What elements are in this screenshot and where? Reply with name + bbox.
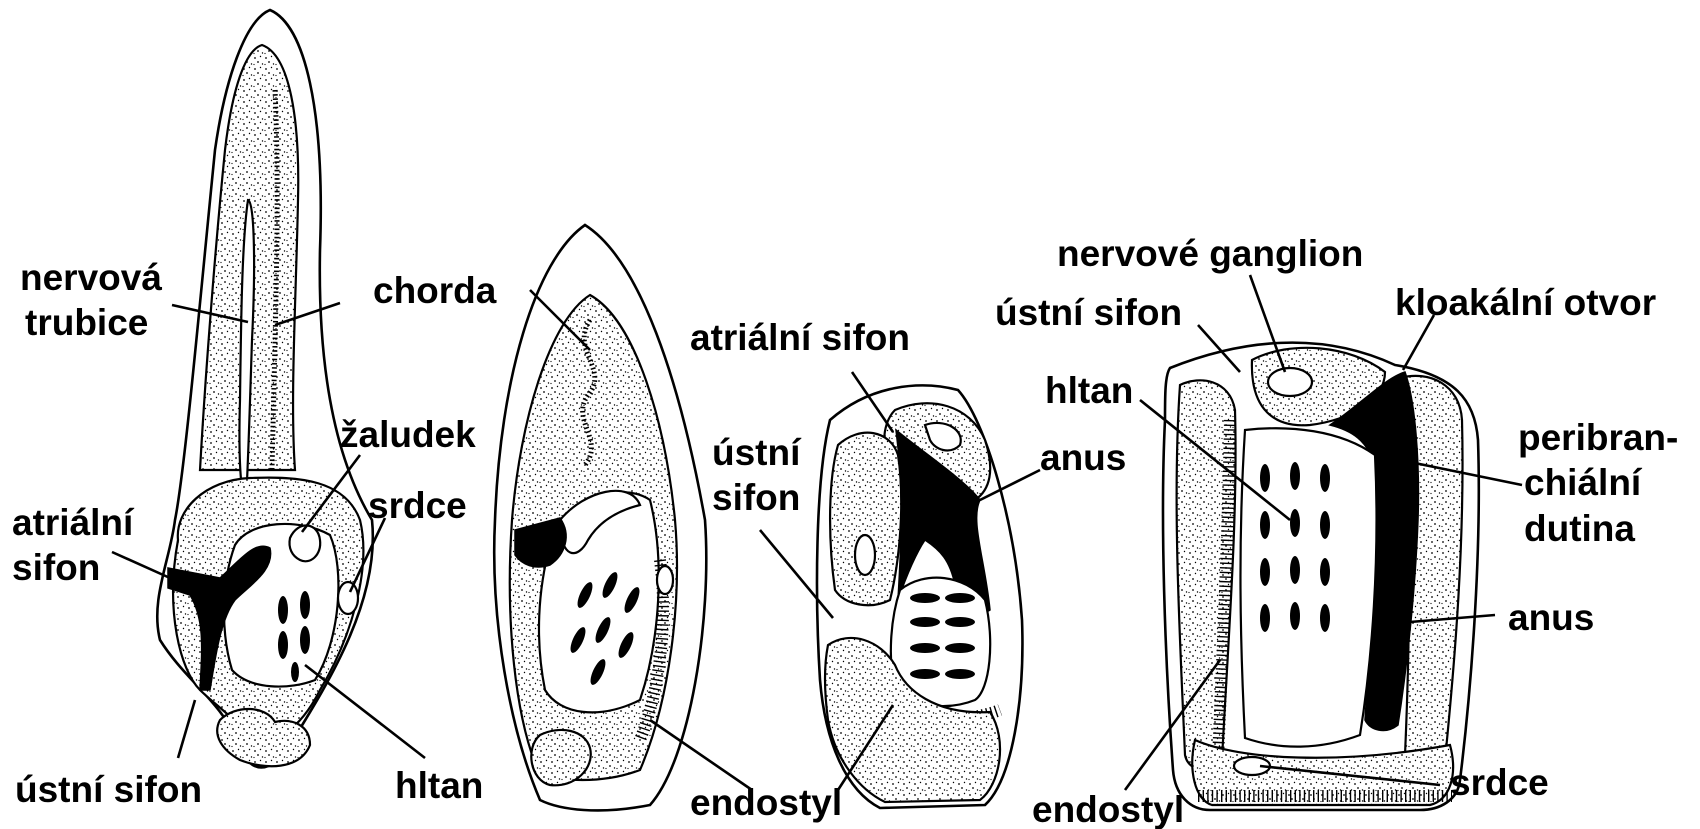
label-nervova: nervová bbox=[20, 257, 162, 298]
stage1-larva bbox=[157, 10, 373, 768]
stage1-stomach bbox=[289, 525, 320, 561]
label-trubice: trubice bbox=[25, 302, 148, 343]
label-chorda: chorda bbox=[373, 270, 497, 311]
label-kloakalni-otvor: kloakální otvor bbox=[1395, 282, 1656, 323]
label-zaludek: žaludek bbox=[340, 414, 476, 455]
label-ustni-3: ústní bbox=[712, 432, 802, 473]
stage2-heart bbox=[657, 566, 673, 594]
label-hltan-1: hltan bbox=[395, 765, 483, 806]
stage3-juvenile bbox=[817, 385, 1022, 808]
stage4-ganglion bbox=[1268, 368, 1312, 396]
leader-kloakalni-otvor bbox=[1403, 315, 1434, 370]
stage3-stomach bbox=[855, 535, 875, 575]
label-peribranchialni-1: peribran- bbox=[1518, 417, 1678, 458]
leader-hltan-1 bbox=[305, 665, 425, 758]
label-peribranchialni-3: dutina bbox=[1524, 508, 1635, 549]
label-ustni-sifon-4: ústní sifon bbox=[995, 292, 1182, 333]
stage4-adult bbox=[1163, 343, 1479, 810]
label-nervove-ganglion: nervové ganglion bbox=[1057, 233, 1363, 274]
leader-ustni-sifon-1 bbox=[178, 700, 195, 758]
label-hltan-4: hltan bbox=[1045, 370, 1133, 411]
leader-atrialni-sifon-1 bbox=[112, 552, 170, 578]
label-anus-3: anus bbox=[1040, 437, 1126, 478]
label-endostyl-2: endostyl bbox=[690, 782, 842, 823]
label-srdce-4: srdce bbox=[1450, 762, 1549, 803]
label-endostyl-4: endostyl bbox=[1032, 789, 1184, 829]
stage2-metamorphosis bbox=[494, 225, 706, 810]
stage3-left-tissue bbox=[830, 433, 901, 606]
label-anus-4: anus bbox=[1508, 597, 1594, 638]
label-sifon-3: sifon bbox=[712, 477, 800, 518]
label-atrialni-sifon-3: atriální sifon bbox=[690, 317, 910, 358]
stage1-heart bbox=[338, 582, 358, 614]
label-srdce-1: srdce bbox=[368, 485, 467, 526]
label-atrialni-1: atriální bbox=[12, 502, 135, 543]
label-sifon-1: sifon bbox=[12, 547, 100, 588]
label-ustni-sifon-1: ústní sifon bbox=[15, 769, 202, 810]
label-peribranchialni-2: chiální bbox=[1524, 462, 1643, 503]
